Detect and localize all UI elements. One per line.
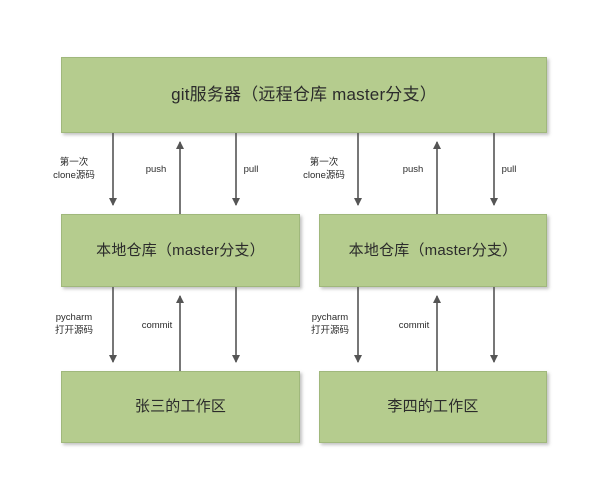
edge-label-left-commit-line1: commit — [141, 320, 173, 331]
edge-label-right-clone-line2: clone源码 — [303, 169, 345, 181]
node-local-repo-left-label: 本地仓库（master分支） — [96, 241, 265, 259]
edge-label-left-pull-line1: pull — [243, 164, 259, 175]
edge-label-left-pycharm-line1: pycharm — [55, 312, 93, 323]
node-git-server[interactable]: git服务器（远程仓库 master分支） — [61, 57, 547, 133]
edge-label-left-pull: pull — [244, 164, 259, 177]
node-local-repo-right-label: 本地仓库（master分支） — [348, 241, 518, 259]
edge-label-right-commit-line1: commit — [398, 320, 430, 331]
node-workspace-right[interactable]: 李四的工作区 — [319, 371, 547, 443]
edge-label-right-push-line1: push — [402, 164, 424, 175]
node-local-repo-left[interactable]: 本地仓库（master分支） — [61, 214, 300, 287]
edge-label-right-pycharm-line2: 打开源码 — [310, 324, 350, 336]
node-local-repo-right[interactable]: 本地仓库（master分支） — [319, 214, 547, 287]
edge-label-left-commit: commit — [142, 320, 173, 333]
edge-label-right-pycharm: pycharm 打开源码 — [311, 312, 349, 338]
edge-label-left-clone: 第一次 clone源码 — [53, 157, 95, 183]
edge-label-left-push-line1: push — [145, 164, 167, 175]
edge-label-left-pycharm-line2: 打开源码 — [54, 324, 94, 336]
edge-label-right-clone-line1: 第一次 — [309, 157, 339, 168]
edge-label-left-push: push — [146, 164, 167, 177]
edge-label-right-pull-line1: pull — [501, 164, 517, 175]
edge-label-right-clone: 第一次 clone源码 — [303, 157, 345, 183]
edge-label-left-pycharm: pycharm 打开源码 — [55, 312, 93, 338]
edge-label-left-clone-line2: clone源码 — [53, 169, 95, 181]
edge-label-right-pycharm-line1: pycharm — [311, 312, 349, 323]
node-workspace-left[interactable]: 张三的工作区 — [61, 371, 300, 443]
edge-label-right-pull: pull — [502, 164, 517, 177]
node-workspace-right-label: 李四的工作区 — [387, 398, 479, 416]
edge-label-left-clone-line1: 第一次 — [59, 157, 89, 168]
edge-label-right-commit: commit — [399, 320, 430, 333]
edge-label-right-push: push — [403, 164, 424, 177]
node-workspace-left-label: 张三的工作区 — [134, 398, 227, 416]
node-git-server-label: git服务器（远程仓库 master分支） — [171, 84, 437, 104]
